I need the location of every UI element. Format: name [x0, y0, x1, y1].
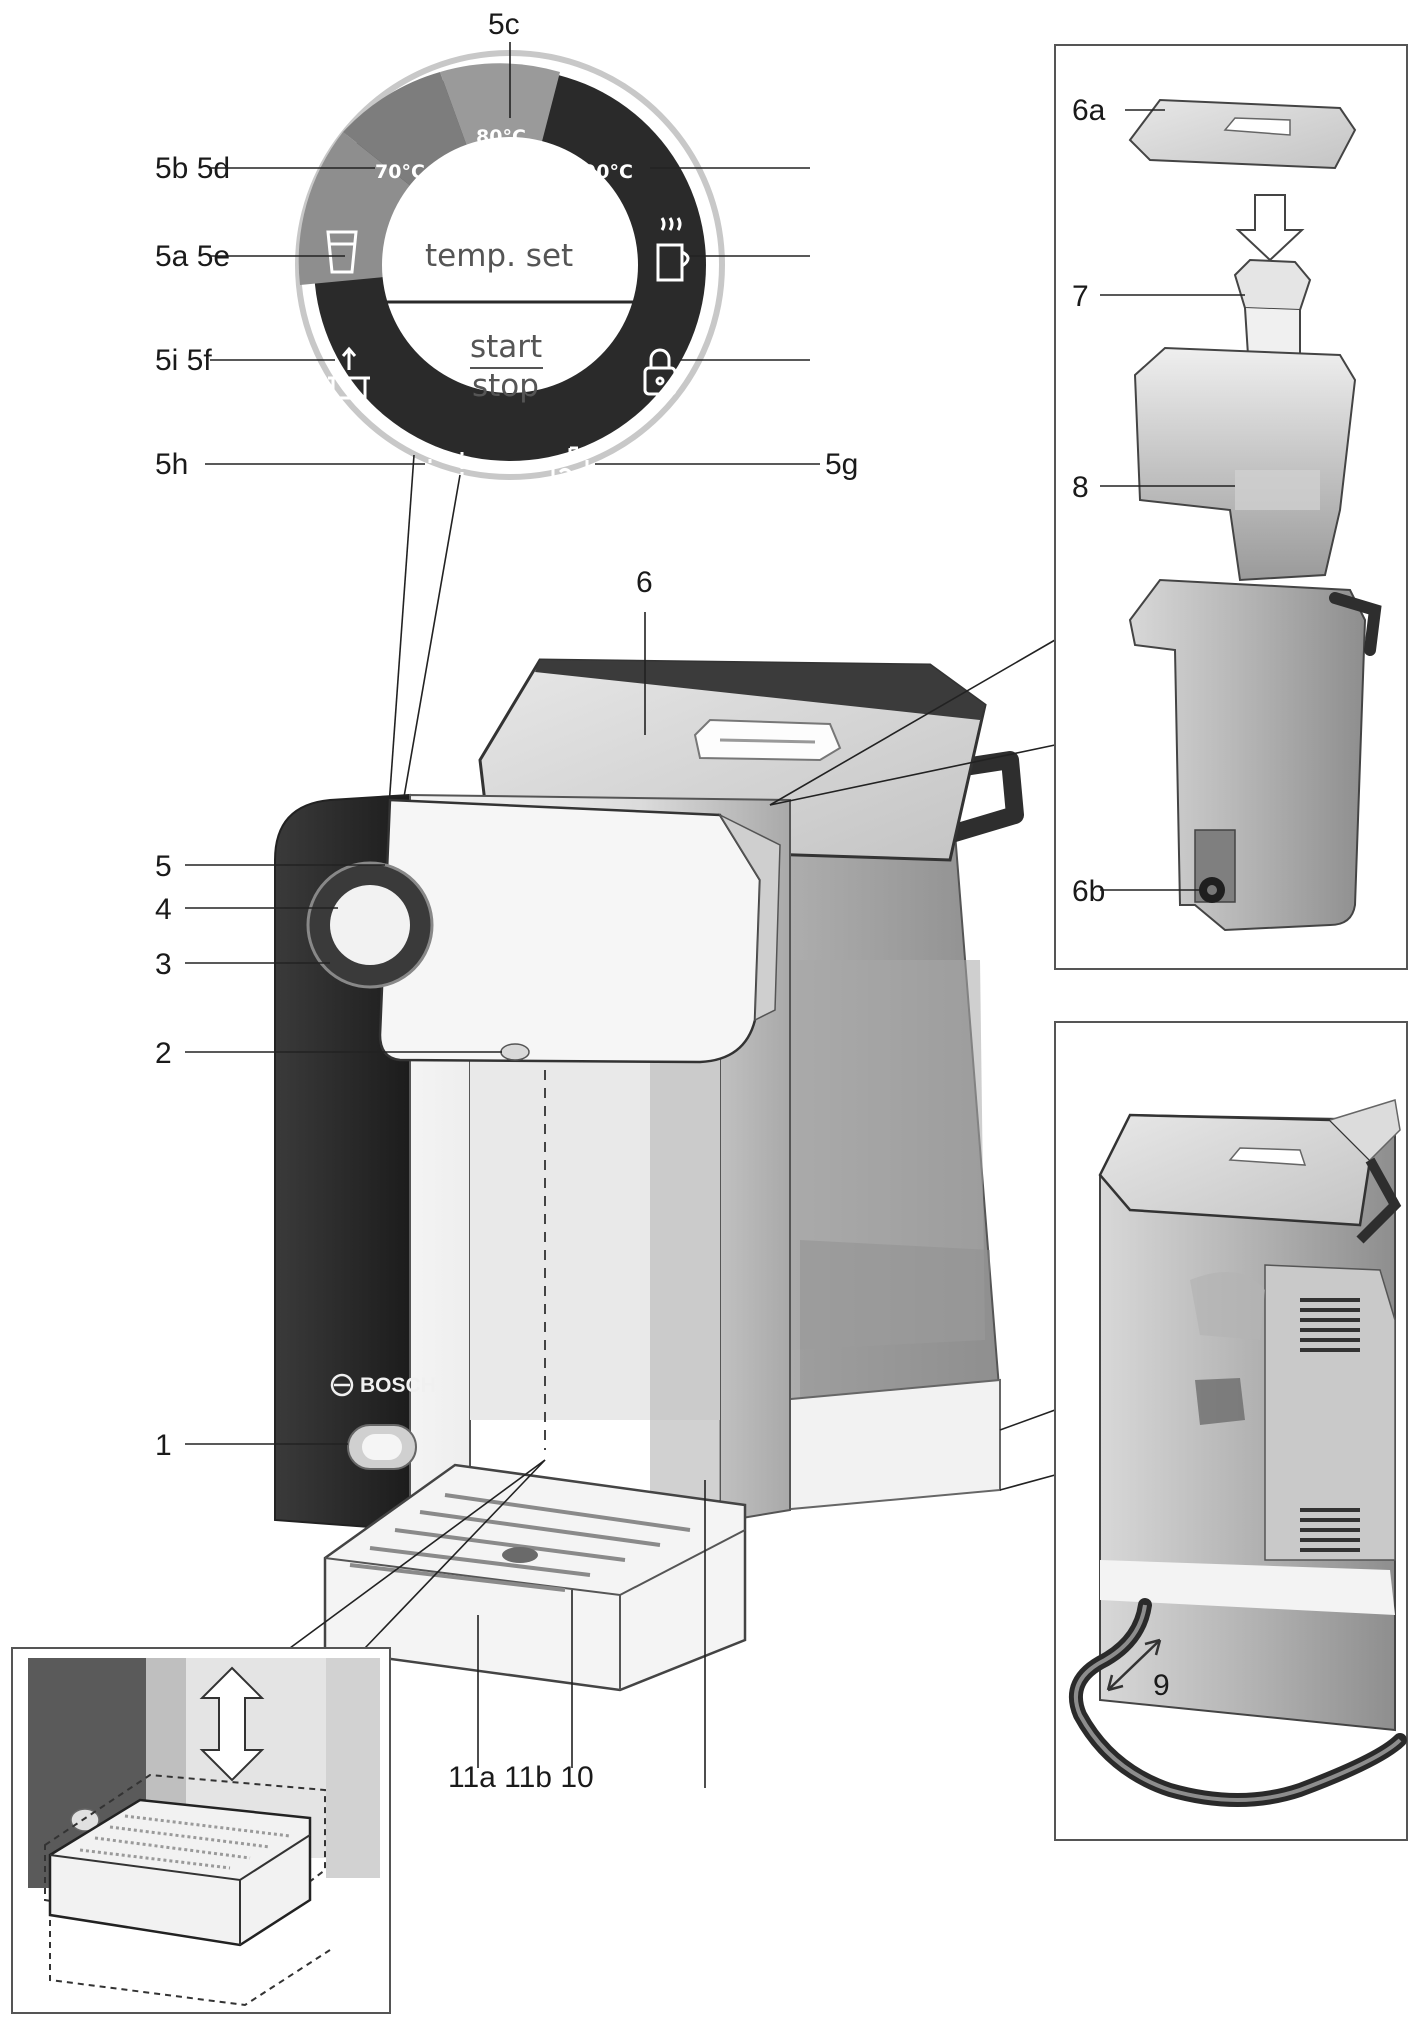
- control-dial-closeup: 70°C 80°C 90°C temp. set start stop: [295, 50, 725, 484]
- exploded-tank-view: [1054, 44, 1408, 970]
- dial-temp-set-text: temp. set: [425, 238, 573, 274]
- drip-tray-detail-inset: [11, 1647, 391, 2014]
- label-4: 4: [155, 893, 172, 926]
- rear-view-with-cable: [1054, 1021, 1408, 1841]
- label-2: 2: [155, 1037, 172, 1070]
- callout-leaders: [185, 612, 706, 1788]
- label-3: 3: [155, 948, 172, 981]
- label-6: 6: [636, 566, 653, 599]
- label-5g: 5g: [825, 448, 858, 481]
- hot-cup-icon: [656, 217, 690, 282]
- label-11a-11b-10: 11a 11b 10: [448, 1761, 594, 1794]
- label-6b: 6b: [1072, 875, 1105, 908]
- bosch-logo: BOSCH: [330, 1373, 436, 1397]
- power-button[interactable]: [347, 1424, 417, 1470]
- descale-pot-icon: [328, 346, 370, 400]
- filter-holder: [1133, 346, 1357, 582]
- label-1: 1: [155, 1429, 172, 1462]
- label-5: 5: [155, 850, 172, 883]
- glass-icon: [326, 230, 358, 274]
- label-8: 8: [1072, 471, 1089, 504]
- dial-90c-text: 90°C: [583, 161, 633, 183]
- dial-80c-text: 80°C: [476, 126, 526, 148]
- label-5c: 5c: [488, 8, 520, 41]
- label-5h: 5h: [155, 448, 188, 481]
- label-5i-5f: 5i 5f: [155, 344, 212, 377]
- drip-tray[interactable]: [323, 1463, 747, 1692]
- dial-start-text: start: [470, 329, 542, 365]
- dial-leader-lines: [205, 42, 820, 821]
- fill-level-icon: [551, 446, 589, 484]
- label-6a: 6a: [1072, 94, 1106, 127]
- label-5a-5e: 5a 5e: [155, 240, 230, 273]
- label-9: 9: [1153, 1669, 1170, 1702]
- water-filter-cartridge: [1233, 258, 1312, 364]
- brand-text: BOSCH: [360, 1374, 436, 1397]
- label-7: 7: [1072, 280, 1089, 313]
- water-dispenser-machine: BOSCH: [274, 639, 1056, 1692]
- label-5b-5d: 5b 5d: [155, 152, 230, 185]
- water-tank: [1128, 578, 1382, 932]
- callout-labels: 5c 5b 5d 5a 5e 5i 5f 5h 5g 6 5 4 3 2 1 1…: [155, 8, 1170, 1794]
- dial-70c-text: 70°C: [375, 161, 425, 183]
- dial-stop-text: stop: [472, 368, 539, 404]
- lock-icon: [643, 348, 677, 396]
